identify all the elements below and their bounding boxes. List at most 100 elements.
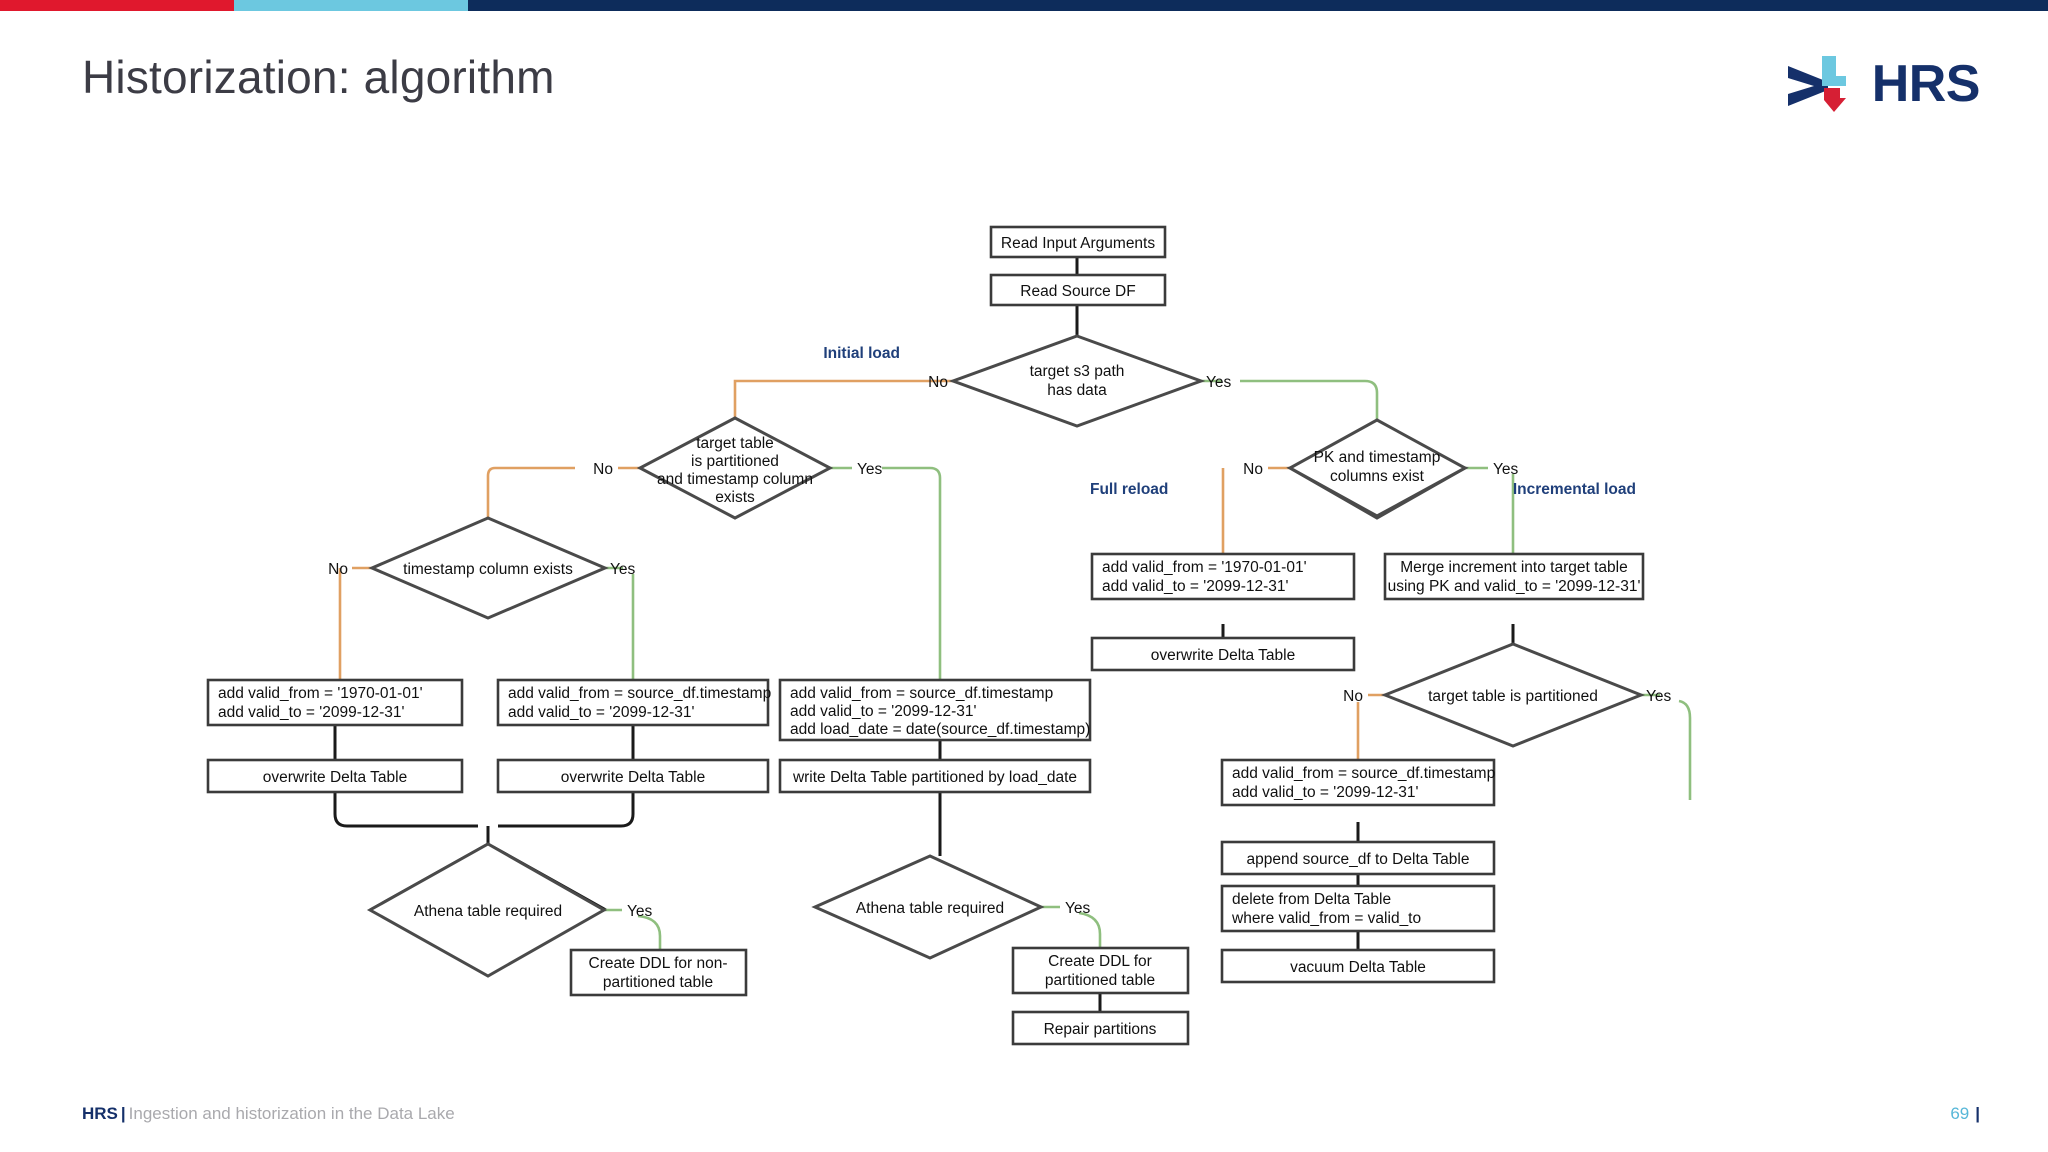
node-label: write Delta Table partitioned by load_da… bbox=[792, 769, 1077, 786]
node-label-line1: Create DDL for non- bbox=[589, 955, 728, 972]
slide-footer: HRS|Ingestion and historization in the D… bbox=[0, 1072, 2048, 1152]
node-label: overwrite Delta Table bbox=[561, 769, 705, 786]
branch-label-full-reload: Full reload bbox=[1090, 481, 1168, 498]
footer-left: HRS|Ingestion and historization in the D… bbox=[82, 1104, 455, 1124]
node-repair-partitions[interactable]: Repair partitions bbox=[1011, 1010, 1190, 1046]
node-label-line3: add load_date = date(source_df.timestamp… bbox=[790, 721, 1090, 738]
node-add-valid-1970-initial[interactable]: add valid_from = '1970-01-01' add valid_… bbox=[206, 678, 464, 727]
footer-brand: HRS bbox=[82, 1104, 118, 1123]
hrs-arrow-logo-icon bbox=[1787, 56, 1846, 112]
edge-label-s3-yes: Yes bbox=[1206, 374, 1232, 391]
node-label-line2: columns exist bbox=[1330, 468, 1425, 485]
logo-wordmark: HRS bbox=[1871, 55, 1981, 113]
edge-label-s3-no: No bbox=[928, 374, 948, 391]
node-overwrite-delta-table-1[interactable]: overwrite Delta Table bbox=[206, 758, 464, 794]
node-label-line1: delete from Delta Table bbox=[1232, 891, 1391, 908]
edge-athena2-yes-down bbox=[1078, 911, 1102, 948]
node-label-line1: Merge increment into target table bbox=[1400, 559, 1627, 576]
edge-label-tscol-no: No bbox=[328, 561, 348, 578]
node-label-line2: add valid_to = '2099-12-31' bbox=[790, 703, 977, 720]
node-label-line1: add valid_from = source_df.timestamp bbox=[508, 685, 771, 702]
branch-labels: Initial load Full reload Incremental loa… bbox=[823, 345, 1636, 498]
node-delete-from-delta[interactable]: delete from Delta Table where valid_from… bbox=[1220, 884, 1496, 933]
branch-label-initial-load: Initial load bbox=[823, 345, 900, 362]
node-label: Repair partitions bbox=[1044, 1021, 1157, 1038]
node-decision-pk-and-timestamp[interactable]: PK and timestamp columns exist bbox=[1286, 418, 1469, 520]
edge-label-pkts-no: No bbox=[1243, 461, 1263, 478]
node-append-source-df[interactable]: append source_df to Delta Table bbox=[1220, 840, 1496, 876]
edge-label-tscol-yes: Yes bbox=[610, 561, 636, 578]
node-overwrite-delta-table-2[interactable]: overwrite Delta Table bbox=[496, 758, 770, 794]
node-label-line1: target s3 path bbox=[1030, 363, 1125, 380]
node-add-valid-load-date[interactable]: add valid_from = source_df.timestamp add… bbox=[778, 678, 1092, 742]
node-decision-partitioned-and-timestamp[interactable]: target table is partitioned and timestam… bbox=[636, 416, 834, 520]
node-label: append source_df to Delta Table bbox=[1247, 851, 1470, 868]
node-label-line2: where valid_from = valid_to bbox=[1231, 910, 1421, 927]
edge-label-partts-yes: Yes bbox=[857, 461, 883, 478]
node-add-valid-srcts-initial[interactable]: add valid_from = source_df.timestamp add… bbox=[496, 678, 771, 727]
node-label: overwrite Delta Table bbox=[1151, 647, 1295, 664]
edge-label-partts-no: No bbox=[593, 461, 613, 478]
node-label-line3: and timestamp column bbox=[657, 471, 813, 488]
node-label-line4: exists bbox=[715, 489, 755, 506]
node-full-overwrite-delta[interactable]: overwrite Delta Table bbox=[1090, 636, 1356, 672]
edge-s3-no-down bbox=[733, 379, 870, 418]
node-label: timestamp column exists bbox=[403, 561, 573, 578]
node-create-ddl-non-partitioned[interactable]: Create DDL for non- partitioned table bbox=[569, 948, 748, 997]
node-merge-increment[interactable]: Merge increment into target table using … bbox=[1383, 552, 1645, 601]
edge-ow1-merge bbox=[333, 791, 478, 828]
node-vacuum-delta[interactable]: vacuum Delta Table bbox=[1220, 948, 1496, 984]
node-label-line2: add valid_to = '2099-12-31' bbox=[508, 704, 695, 721]
node-decision-timestamp-column-exists[interactable]: timestamp column exists bbox=[368, 516, 609, 620]
page-title: Historization: algorithm bbox=[82, 51, 555, 103]
page-number-bar: | bbox=[1975, 1104, 1980, 1123]
node-label-line2: partitioned table bbox=[603, 974, 713, 991]
node-label-line1: add valid_from = source_df.timestamp bbox=[790, 685, 1053, 702]
footer-right: 69 | bbox=[1950, 1104, 1980, 1124]
branch-label-incremental-load: Incremental load bbox=[1513, 481, 1636, 498]
edge-label-athena2-yes: Yes bbox=[1065, 900, 1091, 917]
node-label-line1: target table bbox=[696, 435, 774, 452]
edge-label-tgtpart-yes: Yes bbox=[1646, 688, 1672, 705]
node-label: target table is partitioned bbox=[1428, 688, 1598, 705]
edge-label-athena1-yes: Yes bbox=[627, 903, 653, 920]
accent-segment-red bbox=[0, 0, 234, 11]
accent-segment-navy bbox=[468, 0, 2048, 11]
node-inc-add-valid-srcts[interactable]: add valid_from = source_df.timestamp add… bbox=[1220, 758, 1496, 807]
node-decision-target-table-partitioned[interactable]: target table is partitioned bbox=[1380, 642, 1646, 748]
edge-label-tgtpart-no: No bbox=[1343, 688, 1363, 705]
node-label-line1: add valid_from = source_df.timestamp bbox=[1232, 765, 1495, 782]
edge-ow2-merge bbox=[498, 791, 635, 828]
node-read-input-arguments[interactable]: Read Input Arguments bbox=[989, 225, 1167, 259]
node-label-line1: PK and timestamp bbox=[1314, 449, 1441, 466]
node-label: vacuum Delta Table bbox=[1290, 959, 1426, 976]
node-label-line2: partitioned table bbox=[1045, 972, 1155, 989]
page-number: 69 bbox=[1950, 1104, 1970, 1123]
node-label-line1: Create DDL for bbox=[1048, 953, 1152, 970]
edge-athena1-yes-down bbox=[637, 914, 662, 950]
node-label-line1: add valid_from = '1970-01-01' bbox=[1102, 559, 1307, 576]
flowchart-diagram: Initial load Full reload Incremental loa… bbox=[0, 150, 2048, 1050]
brand-logo: HRS bbox=[1784, 52, 1981, 116]
node-decision-athena-table-required-2[interactable]: Athena table required bbox=[811, 854, 1045, 960]
accent-segment-cyan bbox=[234, 0, 468, 11]
top-accent-bar bbox=[0, 0, 2048, 11]
node-full-add-valid-1970[interactable]: add valid_from = '1970-01-01' add valid_… bbox=[1090, 552, 1356, 601]
node-label-line2: add valid_to = '2099-12-31' bbox=[218, 704, 405, 721]
node-read-source-df[interactable]: Read Source DF bbox=[989, 273, 1167, 307]
node-label-line2: has data bbox=[1047, 382, 1107, 399]
node-label: Read Input Arguments bbox=[1001, 235, 1155, 252]
node-label-line2: using PK and valid_to = '2099-12-31' bbox=[1388, 578, 1641, 595]
node-label: Athena table required bbox=[856, 900, 1004, 917]
node-write-delta-partitioned[interactable]: write Delta Table partitioned by load_da… bbox=[778, 758, 1092, 794]
node-label-line2: add valid_to = '2099-12-31' bbox=[1102, 578, 1289, 595]
edge-labels: No Yes No Yes No Yes Yes Yes No Yes No Y… bbox=[328, 374, 1671, 920]
node-label: overwrite Delta Table bbox=[263, 769, 407, 786]
node-decision-s3-has-data[interactable]: target s3 path has data bbox=[948, 334, 1206, 428]
edge-s3-yes-down bbox=[1240, 379, 1379, 440]
node-decision-athena-table-required-1[interactable]: Athena table required bbox=[366, 842, 608, 978]
node-label-line1: add valid_from = '1970-01-01' bbox=[218, 685, 423, 702]
node-create-ddl-partitioned[interactable]: Create DDL for partitioned table bbox=[1011, 946, 1190, 995]
node-label: Read Source DF bbox=[1020, 283, 1135, 300]
